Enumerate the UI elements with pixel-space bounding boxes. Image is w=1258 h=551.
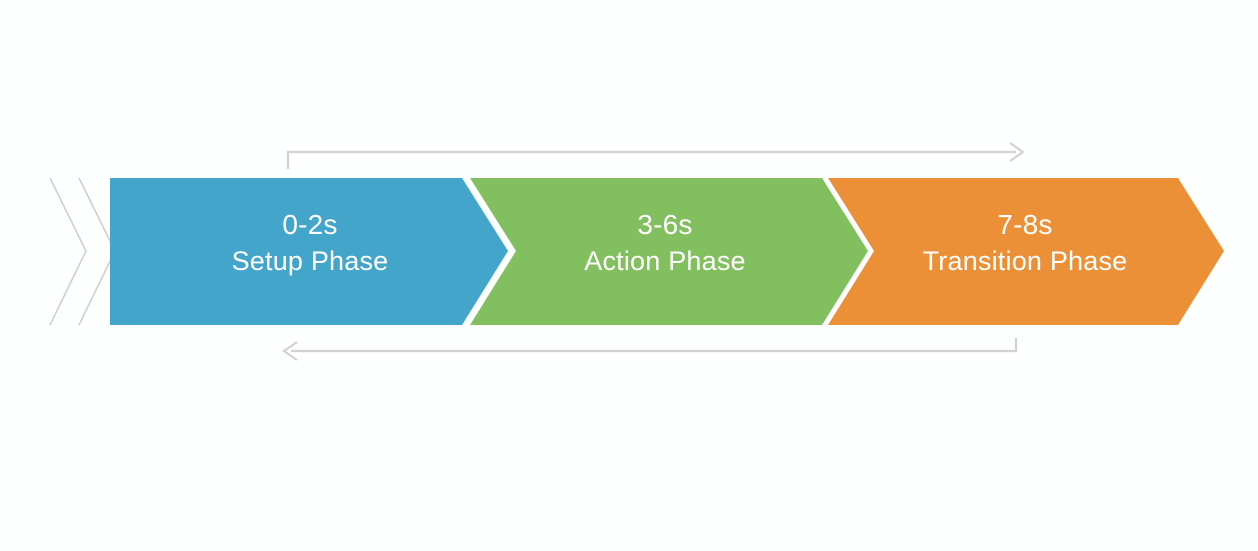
process-segment-action[interactable]: [470, 178, 868, 325]
lead-chevron-inner-icon: [78, 177, 116, 326]
process-segment-transition[interactable]: [828, 178, 1224, 325]
forward-connector-arrow: [286, 142, 1025, 169]
lead-chevron-outer-icon: [49, 177, 87, 326]
backward-connector-arrow: [282, 338, 1018, 361]
process-segment-setup[interactable]: [110, 178, 508, 325]
